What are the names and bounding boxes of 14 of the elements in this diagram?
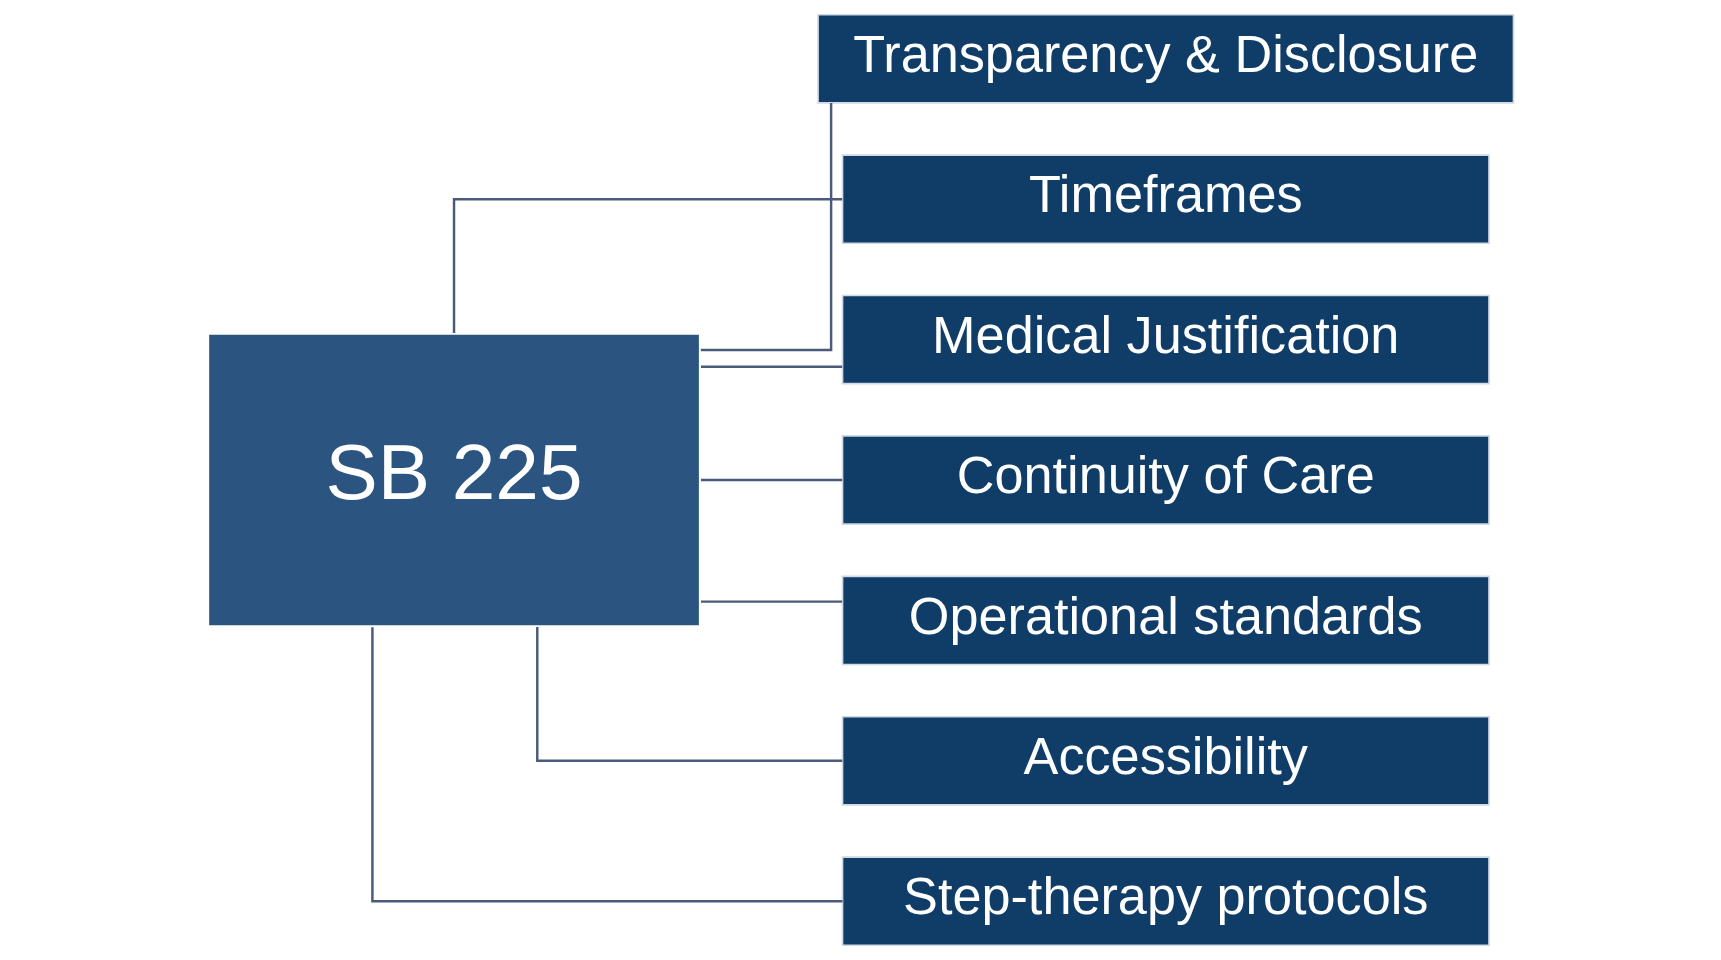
node-box: Timeframes	[841, 154, 1490, 245]
connector	[700, 103, 833, 352]
node-box: Step-therapy protocols	[841, 856, 1490, 947]
connector	[536, 626, 843, 762]
connector	[371, 627, 843, 903]
connector	[700, 478, 843, 482]
connector	[452, 198, 843, 334]
node-box: Operational standards	[841, 575, 1490, 666]
node-box: Accessibility	[841, 715, 1490, 806]
connector	[700, 600, 843, 603]
node-box: Transparency & Disclosure	[817, 13, 1515, 104]
node-box: Continuity of Care	[841, 435, 1490, 525]
node-box: Medical Justification	[841, 294, 1490, 385]
connector	[700, 365, 843, 369]
